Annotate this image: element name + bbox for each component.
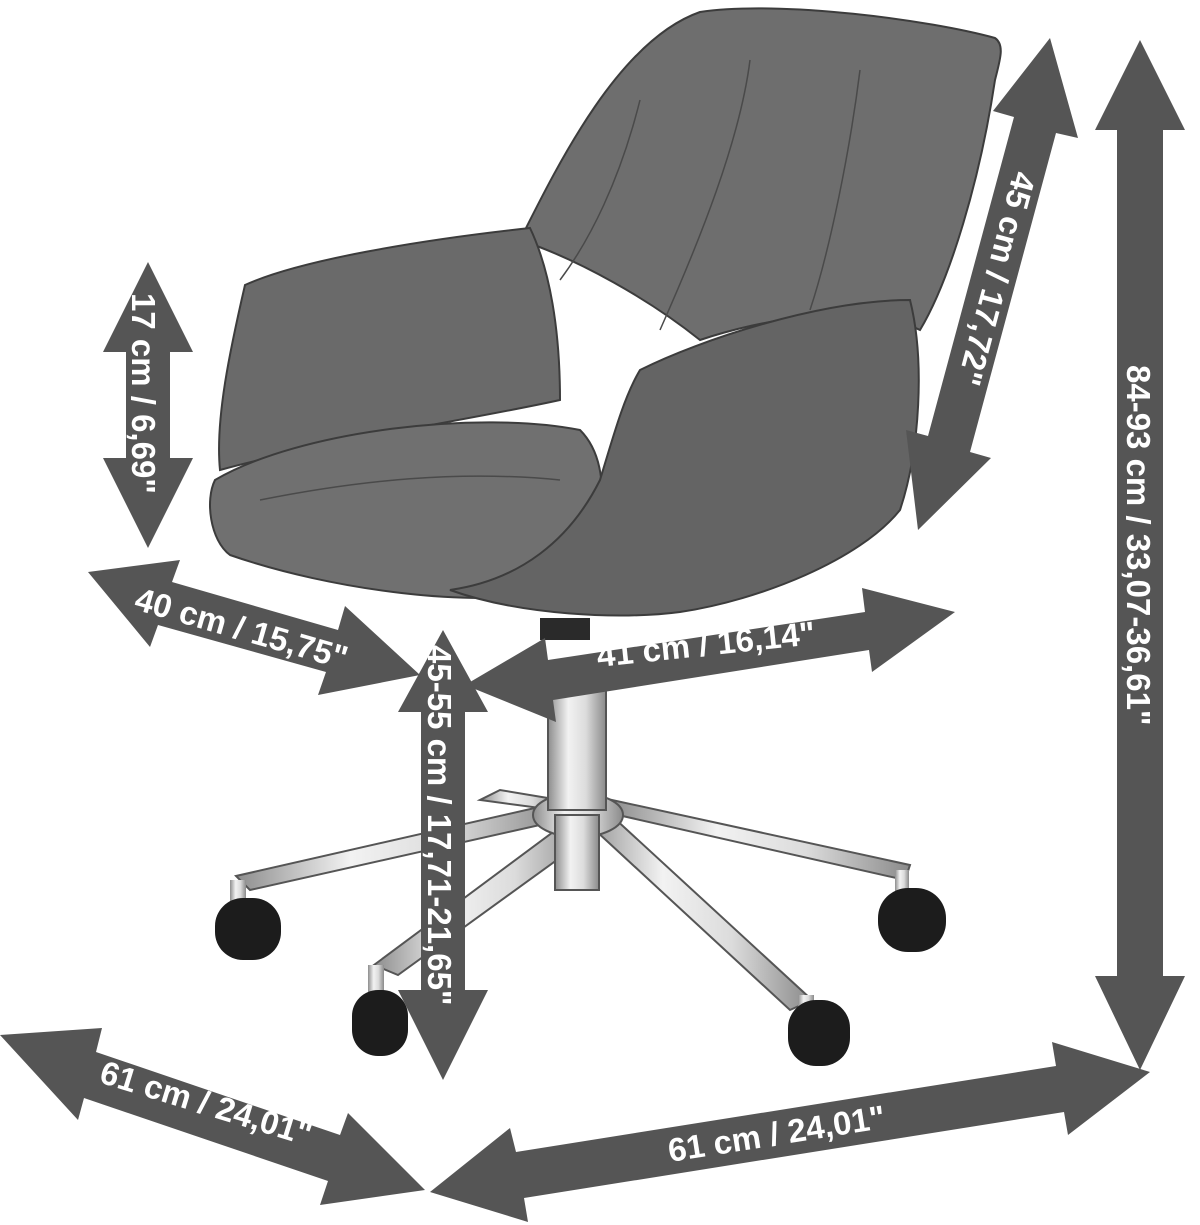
- tufting-line: [559, 99, 641, 281]
- backrest: [518, 7, 1002, 342]
- label-armrest-height: 17 cm / 6,69": [125, 293, 162, 494]
- arrow-total-height: [1095, 40, 1185, 1070]
- tufting-line: [259, 475, 561, 501]
- arrow-backrest-height: [906, 38, 1078, 530]
- caster-front-right: [788, 995, 850, 1066]
- label-seat-height: 45-55 cm / 17,71-21,65": [421, 645, 458, 1006]
- tufting-line: [809, 69, 861, 311]
- label-total-height: 84-93 cm / 33,07-36,61": [1120, 365, 1157, 726]
- caster-left: [215, 880, 281, 960]
- arrow-seat-height: [398, 630, 488, 1080]
- casters: [215, 870, 946, 1066]
- dimension-base-width: 61 cm / 24,01": [430, 1042, 1150, 1222]
- hub-cylinder: [554, 814, 600, 891]
- arrow-seat-width: [465, 588, 955, 722]
- chair-seat-shell: [209, 7, 1002, 617]
- armrest-right: [449, 298, 920, 617]
- gas-lift-column: [547, 689, 607, 811]
- office-chair-illustration: [209, 7, 1002, 1066]
- dimension-armrest-height: 17 cm / 6,69": [103, 262, 193, 548]
- chair-base: [234, 618, 912, 1012]
- arrow-base-width: [430, 1042, 1150, 1222]
- arrow-armrest-height: [103, 262, 193, 548]
- armrest-left: [218, 226, 562, 472]
- arrow-base-depth: [0, 1028, 425, 1205]
- tufting-line: [659, 59, 751, 331]
- arrow-seat-depth: [88, 560, 420, 695]
- caster-front-left: [352, 965, 408, 1056]
- caster-right: [878, 870, 946, 952]
- gas-lift-top: [540, 618, 590, 640]
- dimension-total-height: 84-93 cm / 33,07-36,61": [1095, 40, 1185, 1070]
- label-base-width: 61 cm / 24,01": [665, 1098, 887, 1169]
- dimension-seat-height: 45-55 cm / 17,71-21,65": [398, 630, 488, 1080]
- dimension-base-depth: 61 cm / 24,01": [0, 1028, 425, 1205]
